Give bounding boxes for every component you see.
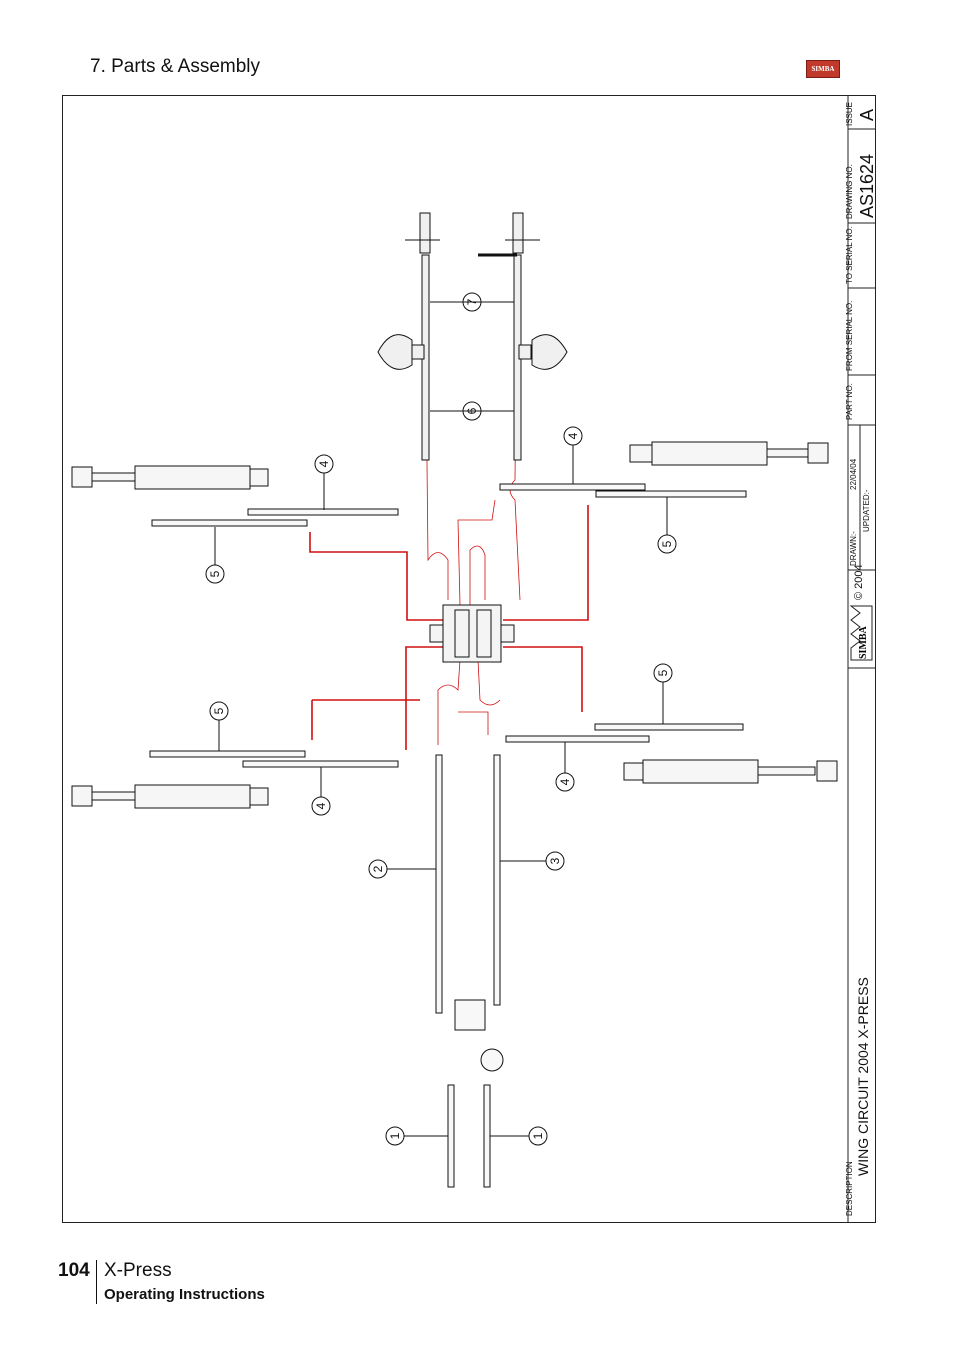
callout-1: 1 <box>388 1132 402 1139</box>
tb-description-value: WING CIRCUIT 2004 X-PRESS <box>855 977 871 1176</box>
callout-4: 4 <box>558 778 572 785</box>
page-number: 104 <box>58 1260 90 1281</box>
tb-copyright: © 2004 <box>853 564 865 600</box>
tb-issue-label: ISSUE <box>845 102 854 126</box>
section-heading: 7. Parts & Assembly <box>90 56 261 77</box>
callout-2: 2 <box>371 865 385 872</box>
footer-title: X-Press <box>104 1260 172 1281</box>
simba-logo-header: SIMBA <box>806 60 840 78</box>
callout-1: 1 <box>531 1132 545 1139</box>
tb-drawn-date: 22/04/04 <box>849 458 858 490</box>
tb-drawing-no-value: AS1624 <box>857 154 877 218</box>
tb-issue-value: A <box>857 109 877 121</box>
tb-to-serial-label: TO SERIAL NO. <box>845 226 854 284</box>
tb-logo-text: SIMBA <box>858 625 869 659</box>
callout-5: 5 <box>660 540 674 547</box>
simba-logo-titleblock: SIMBA <box>849 605 873 661</box>
tb-drawing-no-label: DRAWING NO. <box>845 164 854 219</box>
callout-4: 4 <box>566 432 580 439</box>
footer-divider <box>96 1260 97 1304</box>
drawing-frame <box>62 95 876 1223</box>
tb-from-serial-label: FROM SERIAL NO. <box>845 301 854 371</box>
logo-text: SIMBA <box>811 65 835 73</box>
callout-5: 5 <box>656 669 670 676</box>
callout-3: 3 <box>548 857 562 864</box>
callout-6: 6 <box>465 407 479 414</box>
callout-7: 7 <box>465 298 479 305</box>
tb-description-label: DESCRIPTION <box>845 1161 854 1216</box>
tb-part-no-label: PART NO. <box>845 383 854 420</box>
callout-5: 5 <box>212 707 226 714</box>
callout-4: 4 <box>314 802 328 809</box>
tb-drawn-label: DRAWN:- <box>849 531 858 566</box>
callout-5: 5 <box>208 570 222 577</box>
footer-subtitle: Operating Instructions <box>104 1286 265 1303</box>
callout-4: 4 <box>317 460 331 467</box>
tb-updated-label: UPDATED:- <box>862 489 871 532</box>
